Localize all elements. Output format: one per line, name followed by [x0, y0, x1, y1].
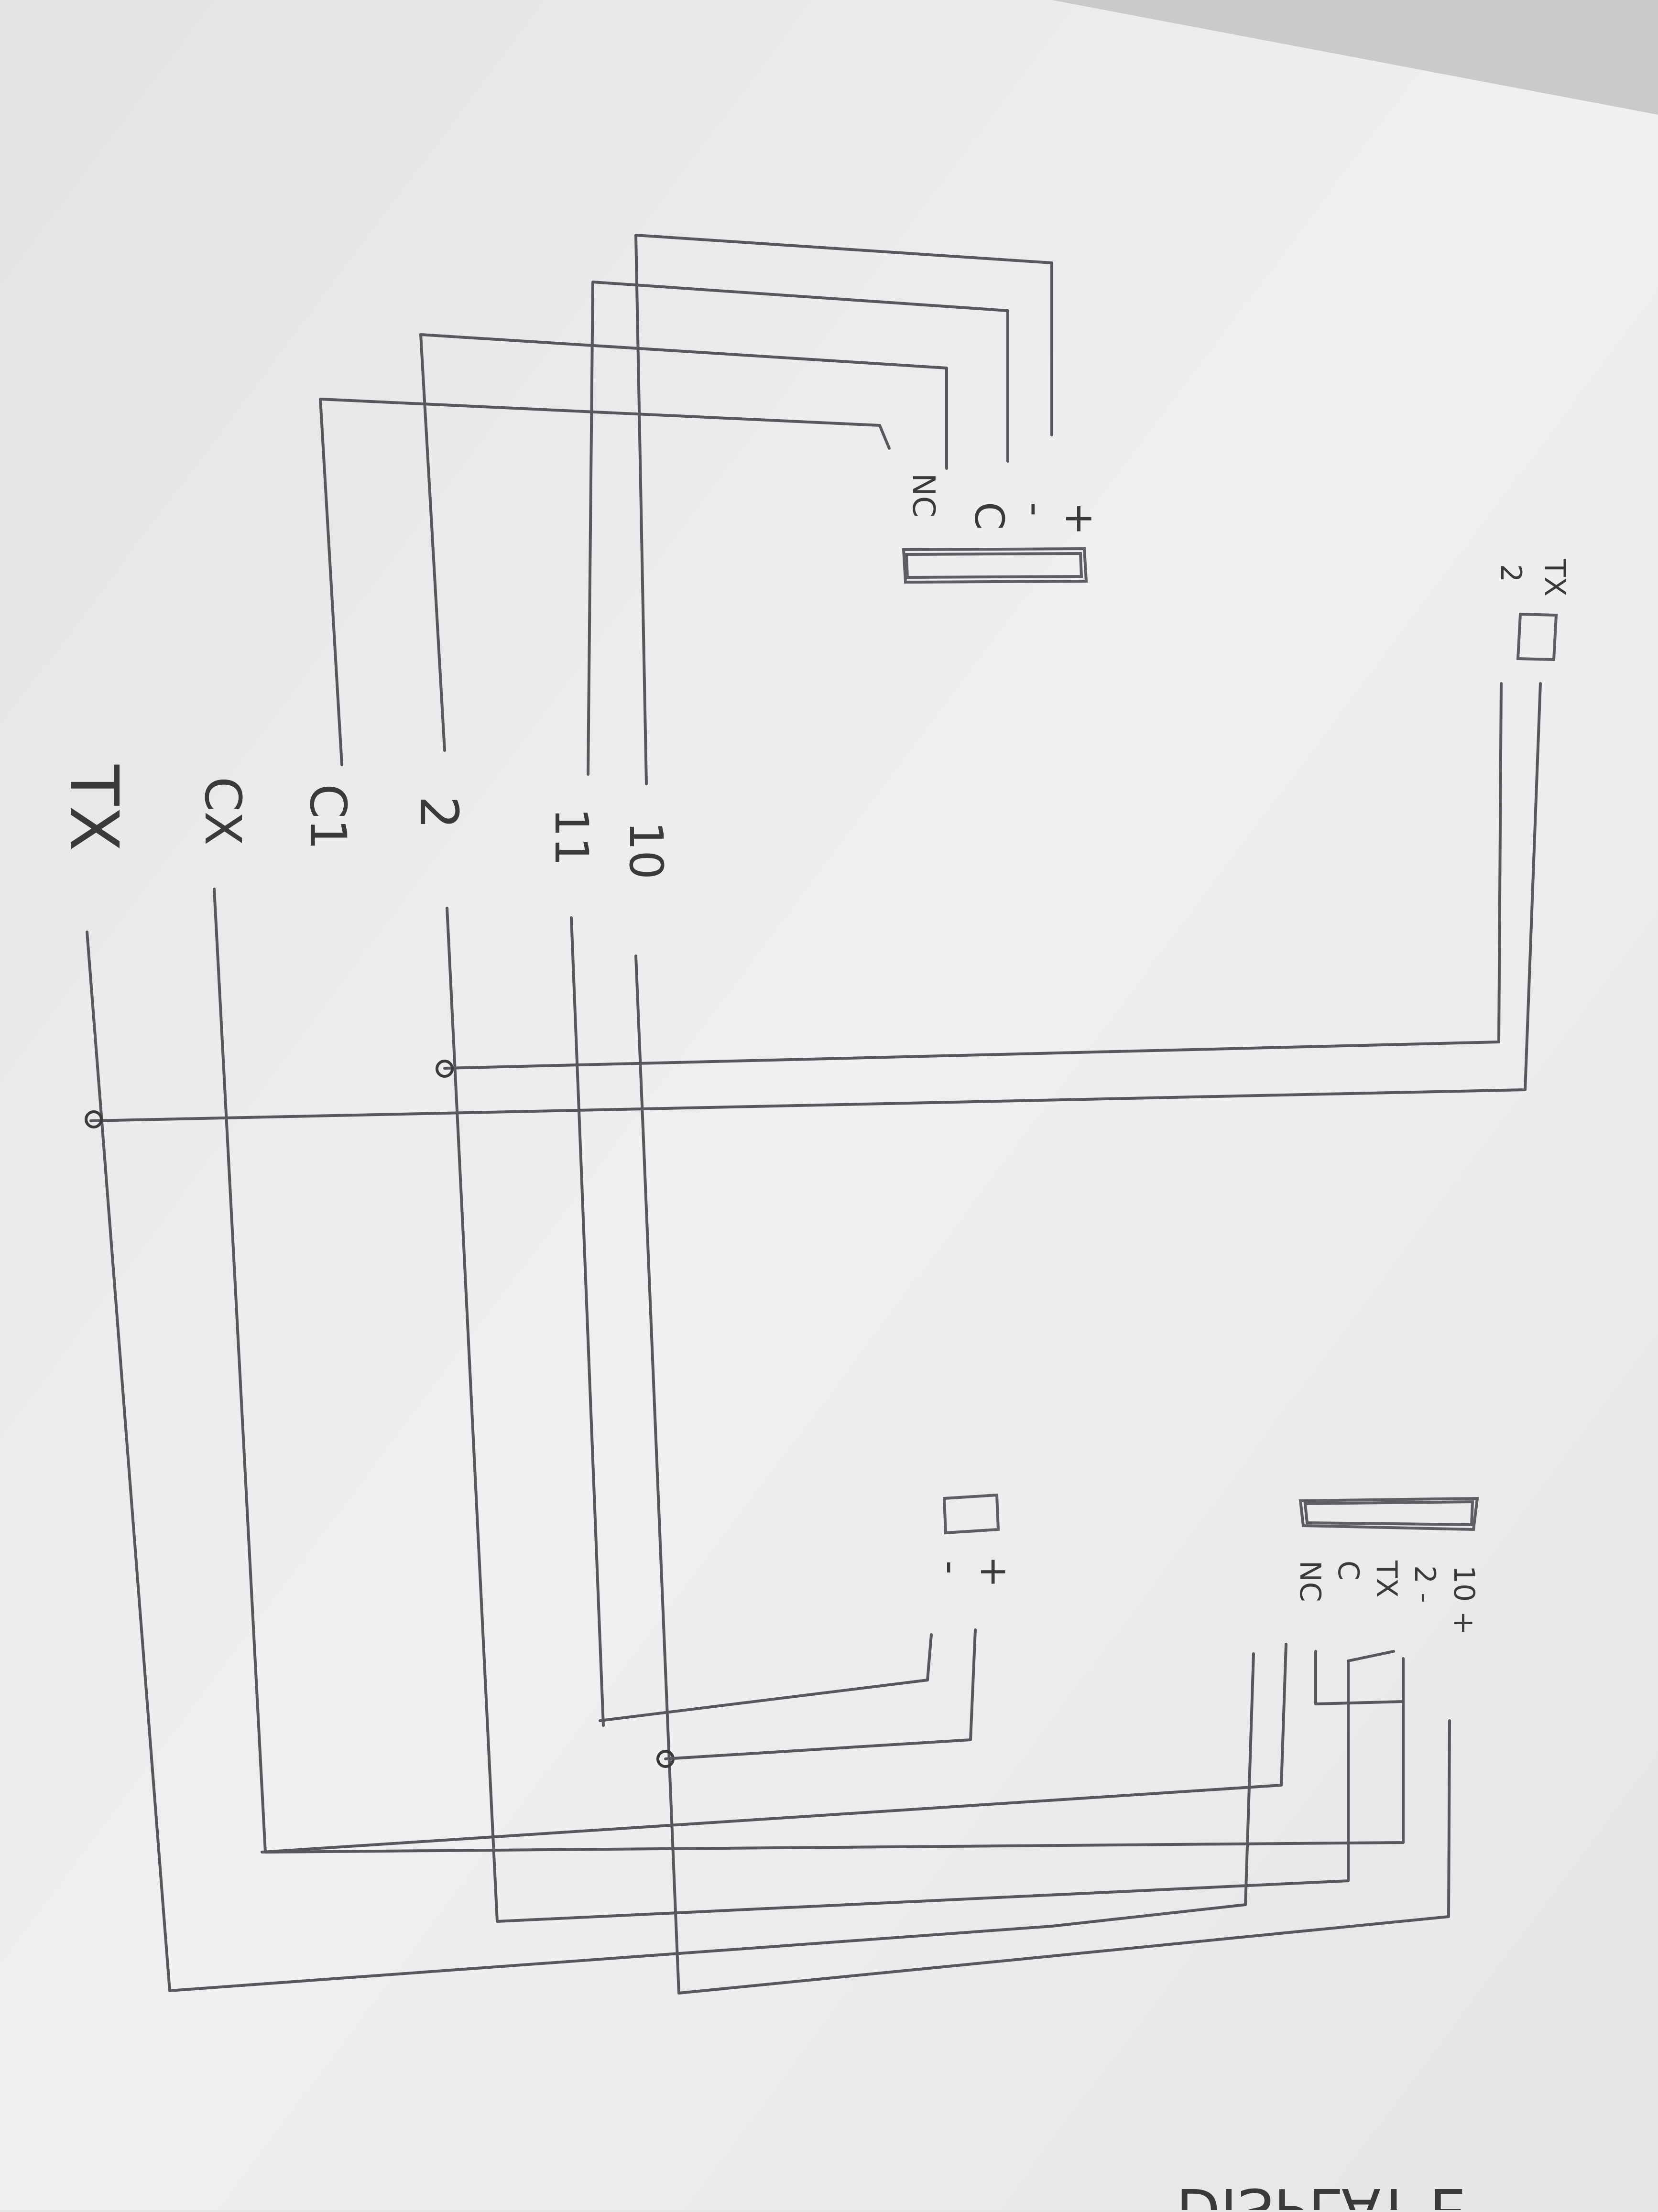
right-terminal-strip: 10 + 2 - TX C NC [1293, 1496, 1481, 1635]
left-terminal-label-c: C [966, 502, 1013, 530]
wire-right-c-to-bus-cx [261, 1643, 1287, 1854]
small-connector-mid-label-plus: + [972, 1556, 1016, 1588]
junction-node-2 [436, 1060, 454, 1078]
paper-shadow-corner [1052, 0, 1658, 115]
wire-right-2-to-bus-2 [496, 1650, 1395, 1923]
right-terminal-label-2-minus: 2 - [1408, 1565, 1441, 1603]
bus-label-10: 10 [619, 821, 673, 879]
right-terminal-label-c: C [1331, 1561, 1365, 1581]
wire-right-tx-to-bus-tx [264, 1657, 1405, 1854]
wire-left-minus-to-bus-11 [587, 281, 1009, 776]
left-terminal-label-plus: + [1057, 502, 1103, 535]
bus-label-c1: C1 [299, 784, 357, 850]
wire-mid-plus-to-bus-10 [664, 1628, 977, 1760]
wire-left-plus-to-bus-10 [634, 234, 1053, 785]
left-terminal-label-nc: NC [905, 473, 941, 518]
bus-wire-2 [446, 907, 499, 1923]
bus-label-2: 2 [408, 796, 469, 829]
bus-label-11: 11 [545, 808, 598, 866]
small-connector-mid-label-minus: - [929, 1561, 973, 1574]
small-connector-top-label-tx: TX [1538, 559, 1571, 596]
left-terminal-label-minus: - [1013, 502, 1059, 516]
bus-wire-tx [86, 931, 171, 1992]
bus-label-tx: TX [55, 764, 132, 851]
bus-wire-10 [634, 954, 680, 1995]
bus-wire-cx [213, 888, 267, 1854]
left-terminal-strip: + - C NC [902, 473, 1103, 584]
bus-label-cx: CX [194, 777, 252, 846]
small-connector-top: TX 2 [1494, 559, 1571, 661]
wire-right-tx-branch [1314, 1650, 1405, 1705]
right-terminal-label-nc: NC [1293, 1561, 1327, 1602]
wire-top-connector-tx [89, 682, 1542, 1122]
wire-left-c-to-bus-2 [419, 333, 948, 752]
bus-labels: 10 11 2 C1 CX TX [55, 764, 673, 879]
corner-text-mirrored: DISPLAY E [1176, 2175, 1466, 2210]
right-terminal-label-tx: TX [1370, 1560, 1403, 1598]
wire-left-nc-to-bus-c1 [319, 398, 891, 766]
right-terminal-label-10-plus: 10 + [1447, 1565, 1481, 1635]
bus-wire-11 [570, 916, 605, 1727]
wire-top-connector-2 [443, 682, 1503, 1070]
junction-node-tx [85, 1110, 103, 1128]
small-connector-mid: + - [929, 1493, 1016, 1588]
wire-mid-minus-to-bus-11 [599, 1633, 933, 1722]
wire-right-nc-to-bus-tx [168, 1652, 1255, 1992]
wire-right-10-to-bus-10 [677, 1719, 1451, 1995]
small-connector-top-label-2: 2 [1494, 564, 1527, 582]
